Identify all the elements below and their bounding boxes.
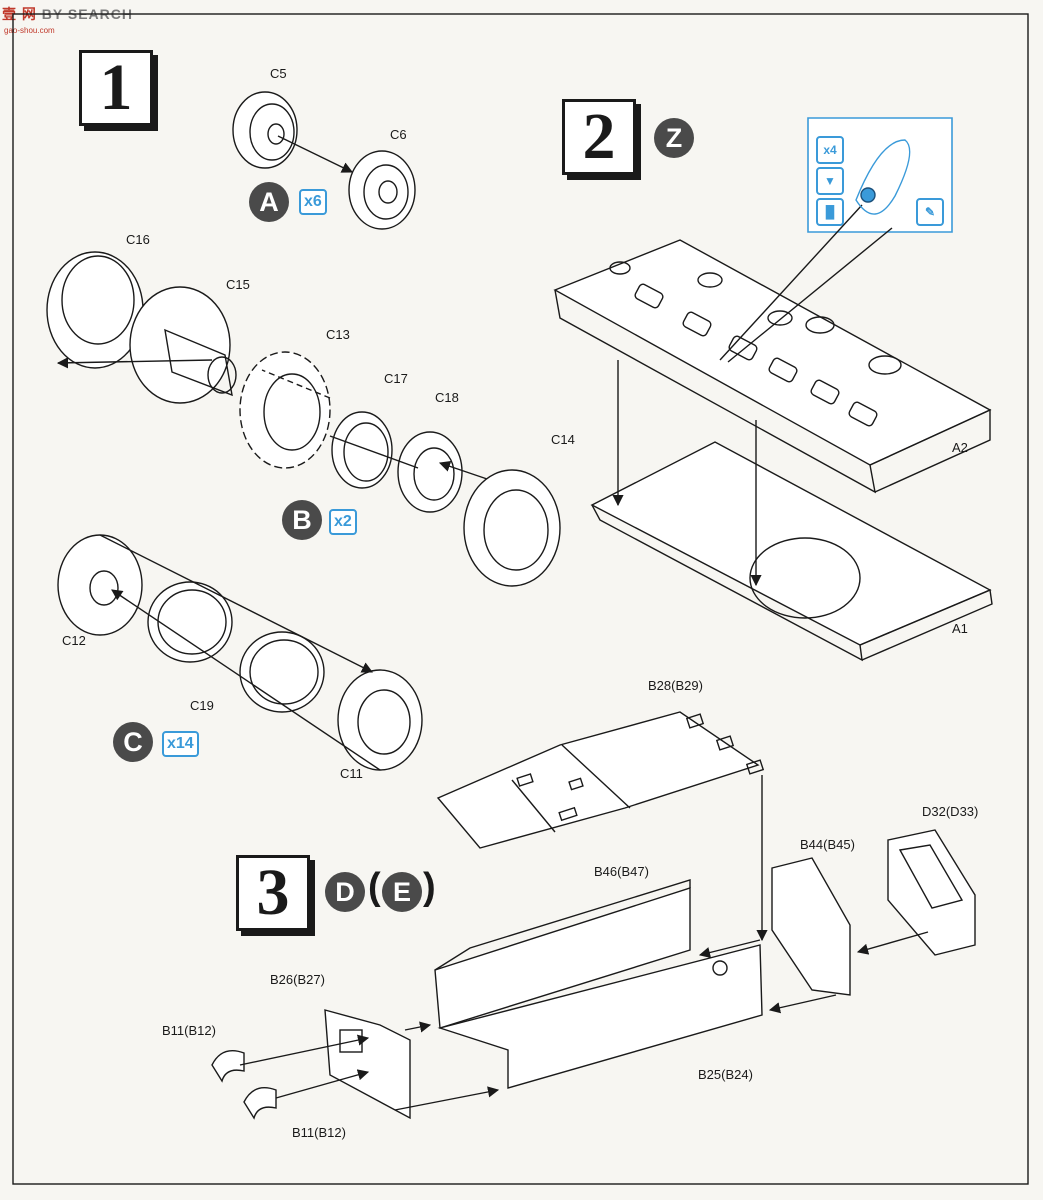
tire-c19-b	[239, 631, 325, 713]
glue-icon: ✎	[916, 198, 944, 226]
guide-c13	[261, 369, 331, 399]
paren-close: )	[423, 866, 436, 908]
marker-z: Z	[654, 118, 694, 158]
marker-a: A	[249, 182, 289, 222]
label-c11: C11	[340, 766, 363, 781]
step-1-number: 1	[79, 50, 153, 126]
arrow-b26-b25	[394, 1086, 500, 1111]
guide-c17	[329, 435, 419, 469]
arrow-d32-b44	[856, 931, 929, 955]
drill-icon: ▼	[816, 167, 844, 195]
arrow-b26-b46	[404, 1021, 432, 1033]
marker-d: D	[325, 872, 365, 912]
label-b44: B44(B45)	[800, 837, 855, 852]
sprocket-c14	[463, 469, 561, 587]
elbow-b11-a	[211, 1050, 245, 1083]
tire-c19-a	[147, 581, 233, 663]
panel-b25	[437, 944, 763, 1089]
arrow-b44-b25	[768, 994, 837, 1014]
ring-c17	[331, 411, 393, 489]
label-c15: C15	[226, 277, 250, 292]
label-a2: A2	[952, 440, 968, 455]
label-b25: B25(B24)	[698, 1067, 753, 1082]
arrow-b11-a	[239, 1034, 370, 1066]
multiplier-c: x14	[162, 731, 199, 757]
wheel-c5	[232, 91, 298, 169]
wheel-c11	[337, 669, 423, 771]
label-c17: C17	[384, 371, 408, 386]
deck-plate-b28	[436, 711, 765, 849]
marker-c: C	[113, 722, 153, 762]
label-c13: C13	[326, 327, 350, 342]
label-c12: C12	[62, 633, 86, 648]
step-2-number: 2	[562, 99, 636, 175]
label-a1: A1	[952, 621, 968, 636]
label-b11-lower: B11(B12)	[292, 1125, 346, 1140]
quantity-icon: x4	[816, 136, 844, 164]
ring-c18	[397, 431, 463, 513]
label-c19: C19	[190, 698, 214, 713]
sheet-frame	[12, 13, 1029, 1185]
arrow-c12-c11	[99, 534, 374, 673]
bracket-b26	[324, 1009, 411, 1120]
arrow-c15-c16	[56, 357, 213, 369]
elbow-b11-b	[243, 1087, 277, 1120]
hull-top-a2	[553, 239, 992, 494]
arrow-c14-c18	[438, 460, 491, 481]
hub-c15	[129, 286, 237, 404]
multiplier-b: x2	[329, 509, 357, 535]
callout-leader-a	[719, 204, 863, 361]
label-b11-upper: B11(B12)	[162, 1023, 216, 1038]
multiplier-a: x6	[299, 189, 327, 215]
hub-c16	[46, 251, 144, 369]
label-c6: C6	[390, 127, 407, 142]
arrow-c5-c6	[277, 135, 354, 173]
marker-e: E	[382, 872, 422, 912]
wheel-c6	[348, 150, 416, 230]
arrow-b11-b	[275, 1069, 370, 1099]
cut-icon: █	[816, 198, 844, 226]
label-b28: B28(B29)	[648, 678, 703, 693]
label-c16: C16	[126, 232, 150, 247]
label-c5: C5	[270, 66, 287, 81]
hull-bottom-a1	[590, 441, 993, 662]
arrow-c11-c12	[111, 589, 381, 771]
label-b46: B46(B47)	[594, 864, 649, 879]
sprocket-c13	[239, 351, 331, 469]
arrow-to-b25	[698, 939, 761, 958]
marker-b: B	[282, 500, 322, 540]
watermark-url: gao-shou.com	[4, 26, 55, 35]
label-b26: B26(B27)	[270, 972, 325, 987]
grille-d32	[887, 829, 976, 956]
label-d32: D32(D33)	[922, 804, 979, 819]
callout-leader-b	[727, 227, 893, 363]
panel-b46	[434, 879, 691, 1029]
label-c14: C14	[551, 432, 575, 447]
label-c18: C18	[435, 390, 459, 405]
paren-open: (	[368, 866, 381, 908]
panel-b44	[771, 857, 851, 996]
step-3-number: 3	[236, 855, 310, 931]
